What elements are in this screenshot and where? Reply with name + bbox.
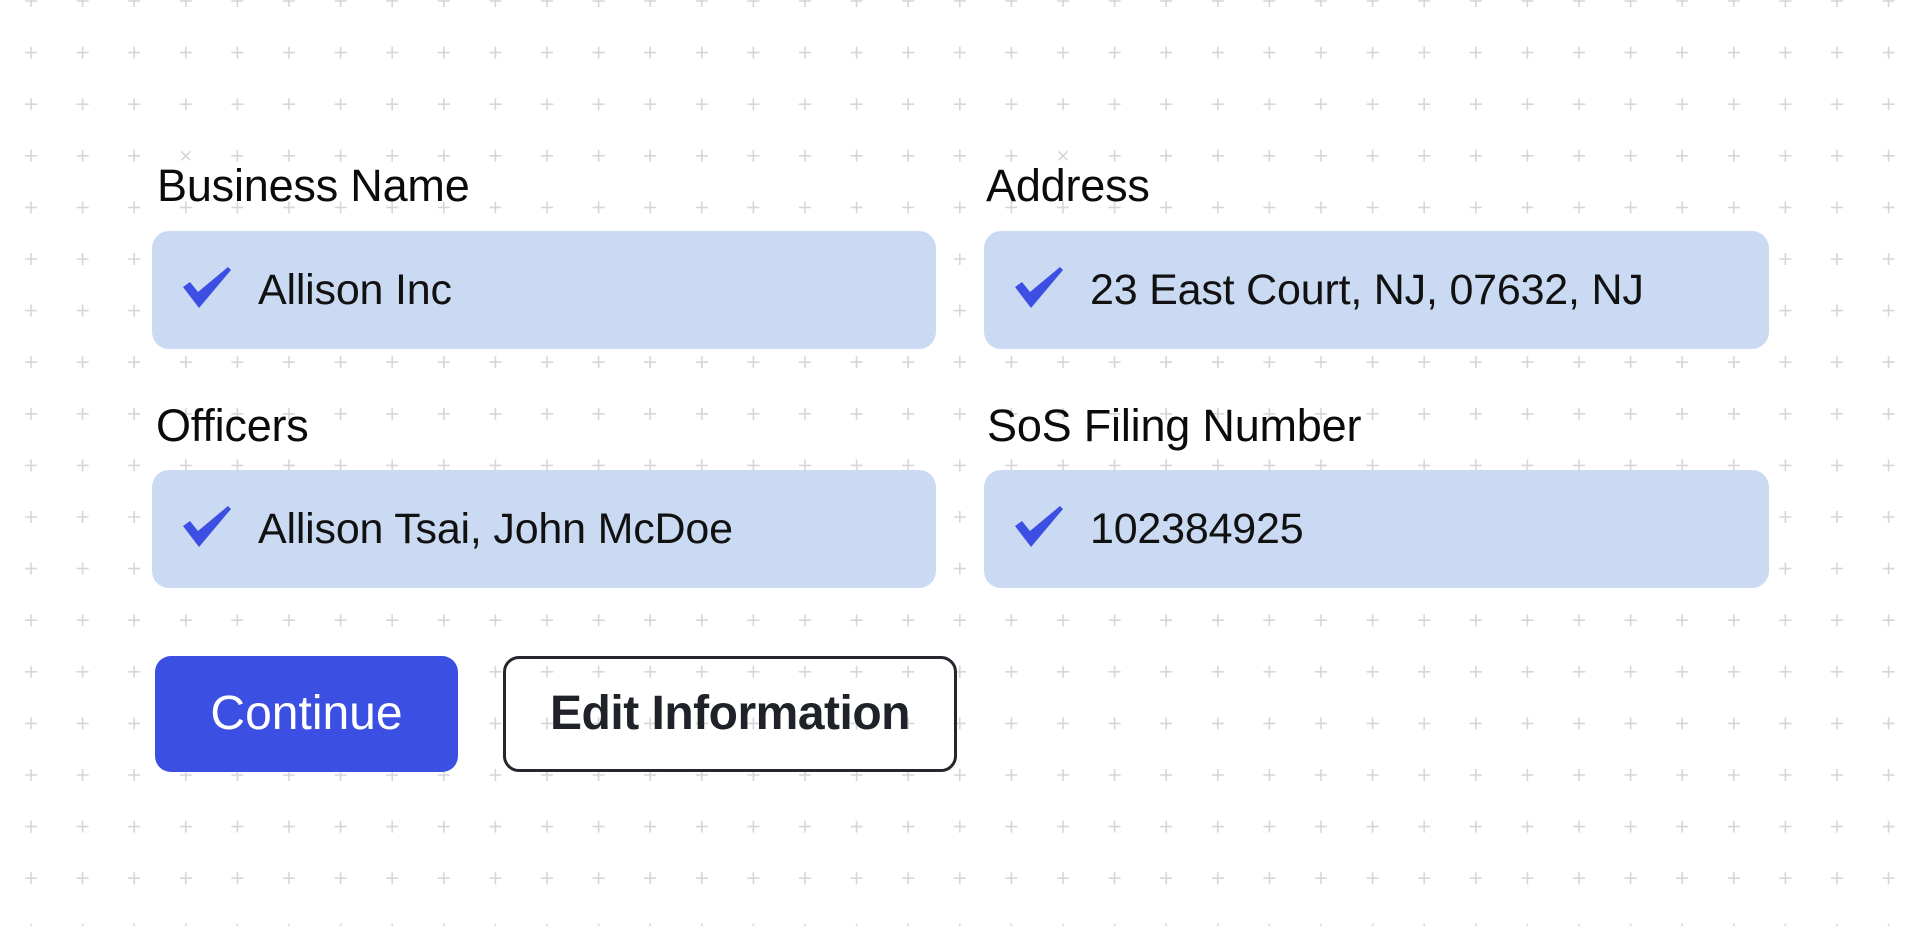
business-name-value: Allison Inc bbox=[258, 266, 452, 314]
sos-filing-number-value: 102384925 bbox=[1090, 505, 1304, 553]
address-value: 23 East Court, NJ, 07632, NJ bbox=[1090, 266, 1644, 314]
address-label: Address bbox=[986, 160, 1150, 211]
address-field: 23 East Court, NJ, 07632, NJ bbox=[984, 231, 1769, 349]
check-icon bbox=[1015, 506, 1063, 547]
business-name-label: Business Name bbox=[157, 160, 470, 211]
continue-button[interactable]: Continue bbox=[155, 656, 458, 772]
business-name-field: Allison Inc bbox=[152, 231, 936, 349]
check-icon bbox=[183, 267, 231, 308]
check-icon bbox=[1015, 267, 1063, 308]
officers-field: Allison Tsai, John McDoe bbox=[152, 470, 936, 588]
officers-value: Allison Tsai, John McDoe bbox=[258, 505, 733, 553]
sos-filing-number-label: SoS Filing Number bbox=[987, 400, 1362, 451]
edit-information-button[interactable]: Edit Information bbox=[503, 656, 957, 772]
check-icon bbox=[183, 506, 231, 547]
officers-label: Officers bbox=[156, 400, 309, 451]
sos-filing-number-field: 102384925 bbox=[984, 470, 1769, 588]
